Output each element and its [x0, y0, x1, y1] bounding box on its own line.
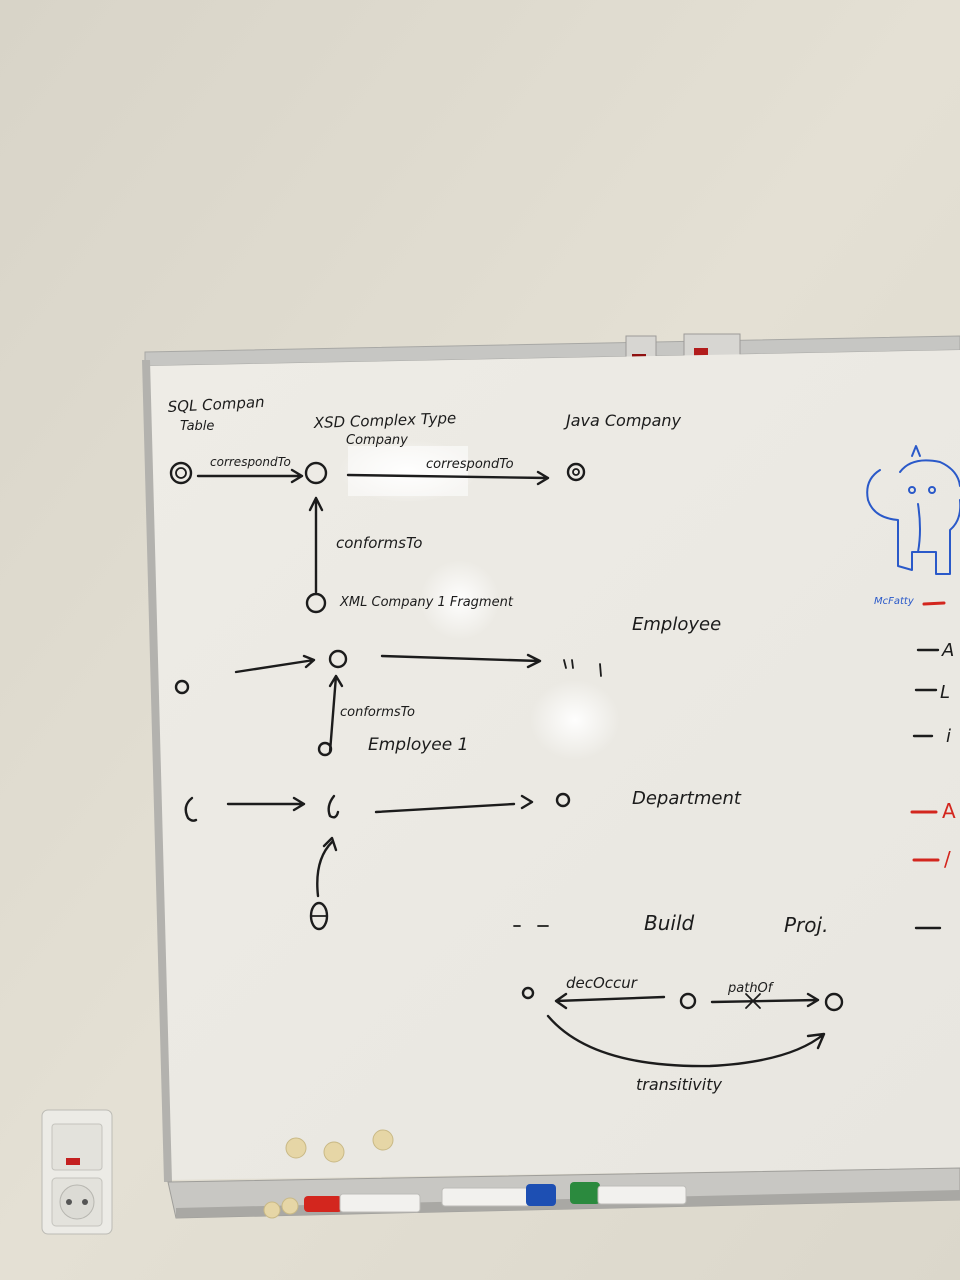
right-item-1: A: [941, 640, 954, 661]
arrow-path-of: [710, 992, 820, 1008]
node-row3-left: [184, 796, 198, 822]
node-employee-1: [317, 741, 333, 757]
label-conforms-2: conformsTo: [340, 705, 415, 720]
label-department: Department: [632, 788, 742, 809]
window-reflection-2: [530, 680, 620, 760]
whiteboard-surface: [145, 350, 960, 1180]
board-left-frame: [142, 360, 172, 1182]
wall-socket: [41, 1109, 113, 1235]
arrow-row3-right: [374, 794, 534, 814]
right-item-3: i: [946, 726, 951, 747]
magnet[interactable]: [263, 1201, 281, 1219]
blue-marker[interactable]: [441, 1184, 556, 1207]
label-xsd-complex-type: XSD Complex Type: [313, 409, 457, 432]
green-marker[interactable]: [570, 1182, 687, 1205]
arrow-dec-occur: [554, 992, 666, 1010]
arrow-transitivity: [546, 1014, 826, 1068]
arrow-correspond-left: [196, 468, 304, 484]
node-row2-center: [328, 649, 348, 669]
elephant-drawing: [866, 445, 960, 575]
node-sql-company: [169, 461, 193, 485]
arrow-row2-left: [234, 654, 316, 674]
right-item-4: A: [942, 799, 956, 823]
node-row3-right: [555, 792, 571, 808]
node-bottom-middle: [679, 992, 697, 1010]
label-sql-table: Table: [180, 419, 214, 434]
label-build: Build: [644, 911, 695, 935]
node-row3-center: [327, 794, 340, 819]
node-xml-fragment: [305, 592, 327, 614]
right-item-2: L: [940, 682, 950, 703]
label-path-of: pathOf: [727, 981, 775, 996]
label-xml-fragment: XML Company 1 Fragment: [339, 595, 514, 610]
arrow-row3-vertical: [316, 836, 338, 898]
magnet[interactable]: [323, 1141, 345, 1163]
node-bottom-left: [521, 986, 535, 1000]
magnet[interactable]: [372, 1129, 394, 1151]
red-marker[interactable]: [304, 1193, 421, 1213]
arrow-conforms-2: [328, 674, 344, 754]
label-correspond-left: correspondTo: [210, 455, 291, 469]
label-sql-company: SQL Compan: [167, 393, 265, 416]
node-bottom-right: [824, 992, 844, 1012]
arrow-correspond-right: [346, 470, 550, 486]
mascot-caption: McFatty: [874, 596, 915, 607]
label-xsd-company: Company: [346, 433, 408, 448]
label-employee-1: Employee 1: [368, 735, 468, 755]
label-conforms-1: conformsTo: [336, 534, 422, 552]
arrow-row3-left: [226, 796, 306, 812]
node-xsd-company: [304, 461, 328, 485]
magnet[interactable]: [281, 1197, 299, 1215]
label-dec-occur: decOccur: [566, 974, 638, 992]
arrow-row2-right: [380, 653, 542, 669]
label-java-company: Java Company: [563, 411, 682, 430]
arrow-conforms-1: [308, 496, 324, 594]
light-glare: [420, 560, 500, 640]
right-item-5: /: [944, 847, 951, 871]
label-transitivity: transitivity: [636, 1075, 722, 1094]
node-java-company: [566, 462, 586, 482]
label-employee: Employee: [632, 614, 721, 635]
node-row2-left: [174, 679, 190, 695]
magnet[interactable]: [285, 1137, 307, 1159]
label-proj: Proj.: [784, 913, 828, 937]
label-correspond-right: correspondTo: [426, 457, 514, 472]
